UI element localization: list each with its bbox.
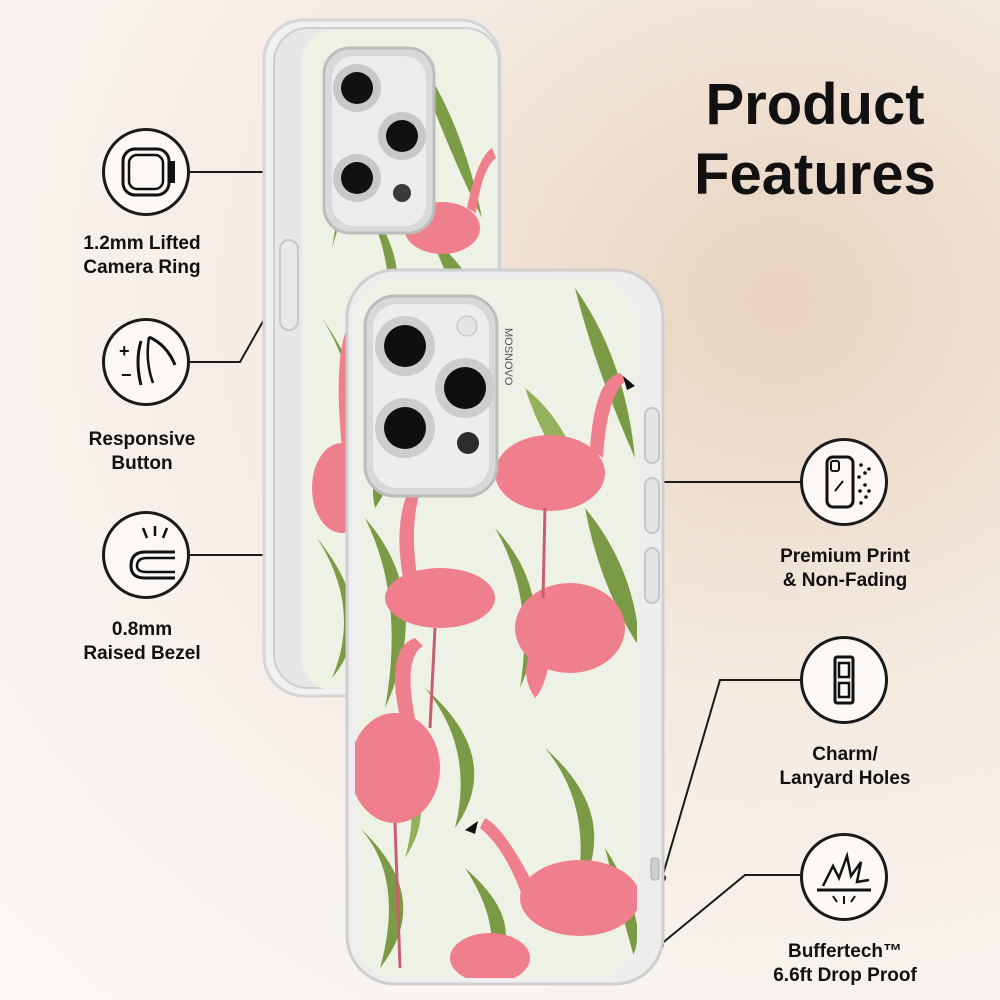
front-camera-module <box>363 294 499 498</box>
drop-proof-icon <box>800 833 888 921</box>
phone-case-front: MOSNOVO <box>345 268 665 986</box>
feature-label-premium-print: Premium Print & Non-Fading <box>780 546 910 591</box>
premium-print-icon <box>800 438 888 526</box>
lanyard-holes-icon <box>800 636 888 724</box>
feature-label-responsive-button: Responsive Button <box>88 429 196 474</box>
feature-label-raised-bezel: 0.8mm Raised Bezel <box>83 619 201 664</box>
responsive-button-icon: + − <box>102 318 190 406</box>
svg-text:−: − <box>121 365 132 385</box>
feature-label-lanyard-holes: Charm/ Lanyard Holes <box>779 744 911 789</box>
back-camera-module <box>322 46 436 235</box>
page-title: Product Features <box>660 70 970 210</box>
title-line-2: Features <box>694 142 936 207</box>
title-line-1: Product <box>705 72 925 137</box>
svg-text:+: + <box>119 341 130 361</box>
case-brand-text: MOSNOVO <box>502 328 514 386</box>
raised-bezel-icon <box>102 511 190 599</box>
camera-ring-icon <box>102 128 190 216</box>
feature-label-camera-ring: 1.2mm Lifted Camera Ring <box>83 233 201 278</box>
feature-label-drop-proof: Buffertech™ 6.6ft Drop Proof <box>773 941 917 986</box>
